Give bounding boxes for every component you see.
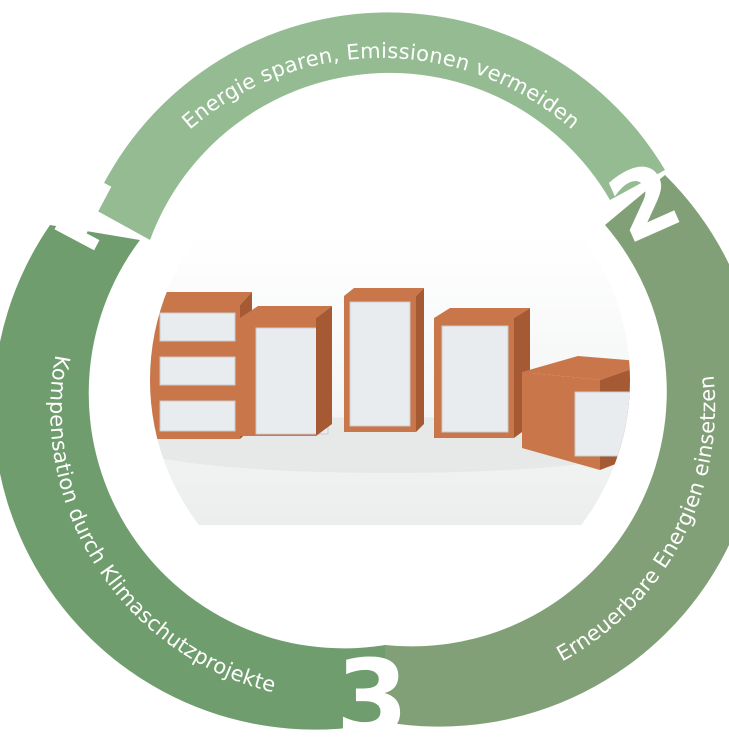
center-photo [150,140,630,620]
brick-block-3 [344,288,424,432]
segment-3 [0,225,385,730]
step-3-number: 3 [336,637,408,736]
segment-1 [92,12,665,241]
brick-block-5 [522,356,630,470]
brick-block-4 [434,308,530,438]
ring [0,12,729,730]
brick-block-1 [150,292,252,439]
brick-block-2 [240,306,332,436]
segment-2 [385,175,729,727]
